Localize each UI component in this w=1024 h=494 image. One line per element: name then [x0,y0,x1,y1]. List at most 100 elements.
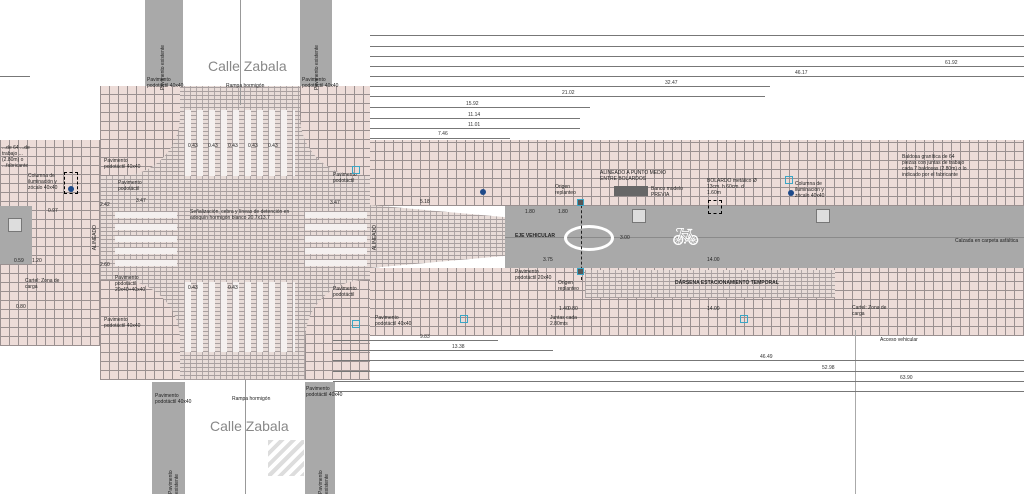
crosswalk-east [305,206,367,266]
dim-label-1114: 11.14 [468,112,481,118]
dim-4: 0.43 [268,143,278,149]
label-alineado-west: ALINEADO [92,225,98,251]
label-pav-nw: Pavimento podotáctil 40x40 [147,77,184,89]
dim-label-1592: 15.92 [466,101,479,107]
label-pav-4: Pavimento podotáctil 40x40 [104,317,141,329]
label-origen-bottom: Origen replanteo [558,280,579,292]
sidewalk-existing-ne [300,0,332,86]
dim-label-3247: 32.47 [665,80,678,86]
marker-square [460,315,468,323]
sidewalk-right-north [330,140,1024,206]
dim-label-5298: 52.98 [822,365,835,371]
tree-pit-1 [632,209,646,223]
dim-242: 2.42 [100,202,110,208]
dim-line [370,35,1024,36]
dim-347a: 3.47 [136,198,146,204]
label-columna-left: Columna de iluminación y zócalo 40x40 [28,173,58,191]
label-columna: Columna de iluminación y zócalo 40x40 [795,181,825,199]
sidewalk-existing-sw [152,382,185,494]
dim-label-2102: 21.02 [562,90,575,96]
bike-symbol-icon: 🚲︎ [672,224,700,249]
label-darsena: DÁRSENA ESTACIONAMIENTO TEMPORAL [675,280,779,286]
street-name-bottom: Calle Zabala [210,418,289,434]
dim-line-1114 [370,118,580,119]
origen-marker-bottom [577,268,584,275]
alineado-dashed-line [581,200,582,280]
dim-518: 5.18 [420,199,430,205]
dim-label-746: 7.46 [438,131,448,137]
sidewalk-existing-nw [145,0,183,86]
label-pav-se: Pavimento podotáctil 40x40 [306,386,343,398]
dim-line-4649 [333,360,1024,361]
street-name-top: Calle Zabala [208,58,287,74]
label-eje-vehicular: EJE VEHICULAR [515,233,556,239]
dim-0: 0.43 [188,143,198,149]
label-juntas: Juntas cada 2.80mts [550,315,577,327]
crosswalk-north [185,110,295,176]
drain-left [8,218,22,232]
label-rampa-top: Rampa hormigón [226,83,265,89]
label-pav-5: Pavimento podotáctil [333,286,357,298]
dim-180a: 1.80 [525,209,535,215]
dim-line [370,46,1024,47]
label-cartel-left: Cartel: Zona de carga [25,278,60,290]
street-centerline-bottom [245,380,246,494]
label-pav-2: Pavimento podotáctil 40x40 [104,158,141,170]
bollard-icon [708,200,722,214]
dim-300: 3.00 [620,235,630,241]
dim-375: 3.75 [543,257,553,263]
dim-line-746 [370,138,510,139]
label-baldosa: Baldosa granítica de 64 piezas con junta… [902,154,967,178]
marker-square [352,166,360,174]
dim-120: 1.20 [32,258,42,264]
dim-line-6192 [370,66,1024,67]
label-alineado: ALINEADO A PUNTO MEDIO ENTRE BOLARDOS [600,170,667,182]
sidewalk-existing-se [305,382,335,494]
label-pav-ne: Pavimento podotáctil 40x40 [302,77,339,89]
label-cartel-right: Cartel: Zona de carga [852,305,887,317]
dim-line-4617 [370,76,1024,77]
dim-1400b: 14.00 [707,306,720,312]
dim-label-1338: 13.38 [452,344,465,350]
dim-097: 0.97 [48,208,58,214]
dim-6: 0.43 [228,285,238,291]
label-pav-6: Pavimento podotáctil 40x40 [375,315,412,327]
dim-059: 0.59 [14,258,24,264]
label-bolardo: BOLARDO metálico Ø 13cm. h 60cm. d 1.60m [707,178,757,196]
bike-symbol-circle [564,225,614,251]
label-calzada: Calzada en carpeta asfáltica [955,238,1019,244]
dim-line-2102 [370,96,765,97]
lamp-icon-left [68,186,74,192]
dim-label-1101: 11.01 [468,122,481,128]
label-alineado-east: ALINEADO [372,225,378,251]
label-rampa-bottom: Rampa hormigón [232,396,271,402]
crosswalk-south [185,282,295,352]
dim-2: 0.43 [228,143,238,149]
roadway-west [0,206,32,264]
label-origen-top: Origen replanteo [555,184,576,196]
dim-5: 0.43 [188,285,198,291]
dim-180b: 1.80 [558,209,568,215]
dim-line-983 [333,340,498,341]
dim-line-6390 [333,381,1024,382]
acceso-line [855,330,856,494]
label-pav-existente-se: Pavimento existente [318,470,330,494]
lamp-icon-right [788,190,794,196]
label-pav-mixed: Pavimento podotáctil 20x40+40x40 [115,275,146,293]
dim-line-1338 [333,350,553,351]
dim-3: 0.43 [248,143,258,149]
dim-line [370,56,1024,57]
label-pav-1: Pavimento podotáctil [118,180,142,192]
bench-icon [614,186,648,196]
dim-line-1101 [370,128,580,129]
crossing-band-east [370,205,510,268]
label-pav-3: Pavimento podotáctil [333,172,357,184]
dim-line-1592 [370,107,590,108]
label-pav-20x40: Pavimento podotáctil 20x40 [515,269,552,281]
crosswalk-west [115,206,177,266]
column-base-left [64,172,78,194]
dim-line-3247 [370,86,770,87]
label-banco: Banco modelo PREVIA [651,186,683,198]
dim-080: 0.80 [568,306,578,312]
dim-label-6192: 61.92 [945,60,958,66]
